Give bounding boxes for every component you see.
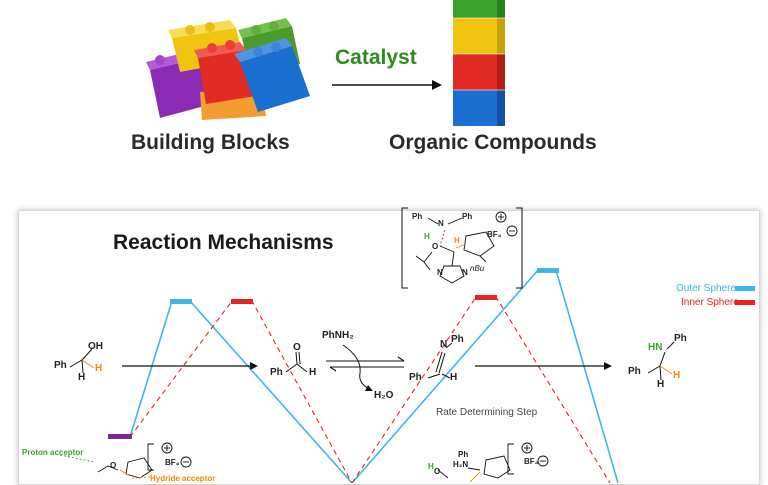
benzyl-alcohol-structure	[69, 348, 95, 374]
transition-state-structure	[415, 217, 495, 284]
inner-ts2-bar	[475, 295, 497, 300]
amine-structure	[647, 341, 675, 381]
atom-h-orange-4: H	[673, 370, 681, 381]
legend-outer-label: Outer Sphere	[676, 283, 737, 294]
right-atom-h2n: H₂N	[453, 460, 469, 469]
ts-minus-circle	[506, 225, 518, 237]
building-blocks-image	[146, 18, 310, 120]
ts-counterion: BF₄	[487, 230, 502, 239]
ts-atom-o: O	[432, 242, 439, 251]
right-atom-ph: Ph	[458, 450, 469, 459]
ts-plus-circle	[495, 211, 507, 223]
ts-atom-ph-b: Ph	[462, 212, 473, 221]
right-atom-h-green: H	[428, 462, 434, 471]
inner-ts1-bar	[231, 299, 253, 304]
legend-outer-swatch	[735, 286, 755, 291]
rate-determining-step-label: Rate Determining Step	[436, 407, 538, 418]
ts-atom-h-orange: H	[454, 236, 460, 245]
equilibrium-arrows	[326, 344, 405, 391]
hydride-acceptor-label: Hydride acceptor	[150, 474, 216, 483]
right-counterion: BF₄	[524, 457, 539, 466]
atom-o-2: O	[293, 342, 301, 353]
atom-oh-1: OH	[88, 341, 103, 352]
proton-acceptor-label: Proton acceptor	[22, 448, 84, 457]
atom-n-3: N	[440, 339, 448, 350]
atom-ph-4b: Ph	[628, 366, 641, 377]
right-minus-circle	[537, 455, 549, 467]
atom-ph-3b: Ph	[409, 372, 422, 383]
atom-hn-4: HN	[648, 342, 663, 353]
atom-h-orange-1: H	[95, 363, 103, 374]
imine-structure	[427, 342, 453, 379]
atom-h-2: H	[309, 367, 317, 378]
ts-group-label: nBu	[470, 264, 485, 273]
outer-ts2-bar	[537, 268, 559, 273]
left-atom-o: O	[110, 461, 117, 470]
atom-ph-2: Ph	[270, 367, 283, 378]
catalyst-complex-left	[59, 443, 154, 479]
legend-inner-swatch	[735, 300, 755, 305]
atom-h-4: H	[657, 379, 665, 390]
building-blocks-label: Building Blocks	[131, 131, 290, 154]
benzaldehyde-structure	[285, 351, 308, 373]
panel-title: Reaction Mechanisms	[113, 231, 334, 254]
atom-ph-3a: Ph	[451, 334, 464, 345]
left-minus-circle	[180, 456, 192, 468]
reaction-arrow-1	[122, 362, 258, 370]
mechanism-panel	[18, 210, 760, 485]
outer-sphere-path-2	[351, 269, 619, 483]
ts-atom-h-green: H	[424, 232, 430, 241]
catalyst-complex-right	[437, 443, 514, 483]
transition-state-bracket	[401, 207, 523, 289]
organic-compounds-image	[453, 0, 505, 126]
catalyst-arrow	[332, 80, 442, 90]
right-atom-o: O	[434, 467, 441, 476]
atom-ph-4a: Ph	[674, 333, 687, 344]
start-level-bar	[108, 434, 132, 439]
left-plus-circle	[161, 442, 173, 454]
catalyst-label: Catalyst	[335, 46, 417, 69]
byproduct-label: H₂O	[374, 390, 394, 401]
ts-atom-ph-a: Ph	[412, 212, 423, 221]
ts-atom-n-3: N	[462, 268, 468, 277]
outer-ts1-bar	[170, 299, 192, 304]
ts-atom-n-2: N	[437, 268, 443, 277]
inner-sphere-path-2	[351, 296, 611, 483]
atom-ph-1: Ph	[54, 360, 67, 371]
reagent-label: PhNH₂	[322, 330, 354, 341]
atom-h-1: H	[78, 372, 86, 383]
legend-inner-label: Inner Sphere	[681, 297, 739, 308]
atom-h-3: H	[450, 372, 458, 383]
ts-atom-n: N	[438, 219, 444, 228]
reaction-arrow-2	[475, 362, 612, 370]
right-plus-circle	[521, 442, 533, 454]
organic-compounds-label: Organic Compounds	[389, 131, 597, 154]
left-counterion: BF₄	[165, 458, 180, 467]
